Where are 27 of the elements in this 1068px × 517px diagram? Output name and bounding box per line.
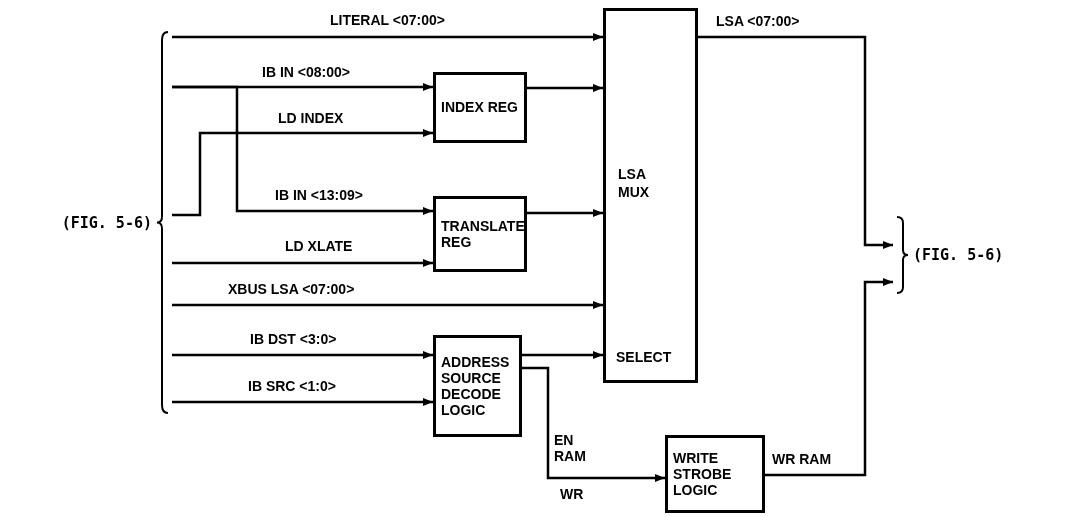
reference-label: (FIG. 5-6) — [61, 212, 152, 234]
signal-line — [527, 209, 603, 217]
select-input-label: SELECT — [616, 348, 672, 367]
block-title: WRITE STROBE LOGIC — [673, 449, 733, 499]
signal-line — [698, 35, 893, 249]
signal-line — [172, 33, 603, 41]
signal-label: WR — [560, 485, 584, 504]
logic-block — [665, 435, 765, 513]
block-title: ADDRESS SOURCE DECODE LOGIC — [441, 353, 511, 419]
logic-block — [433, 335, 522, 437]
signal-line — [765, 278, 893, 477]
multiplexer-block — [603, 8, 698, 383]
reference-label: (FIG. 5-6) — [913, 245, 1004, 266]
signal-line — [172, 85, 433, 215]
block-title: LSA MUX — [618, 166, 651, 201]
signal-line — [172, 129, 433, 217]
signal-line — [172, 301, 603, 309]
signal-line — [172, 398, 433, 406]
block-title: INDEX REG — [441, 99, 518, 116]
signal-line — [527, 84, 603, 92]
logic-block — [433, 72, 527, 143]
signal-line — [522, 366, 665, 482]
signal-line — [522, 351, 603, 359]
block-title: TRANSLATE REG — [441, 217, 525, 251]
signal-line — [172, 351, 433, 359]
logic-block — [433, 196, 527, 272]
signal-line — [172, 259, 433, 267]
